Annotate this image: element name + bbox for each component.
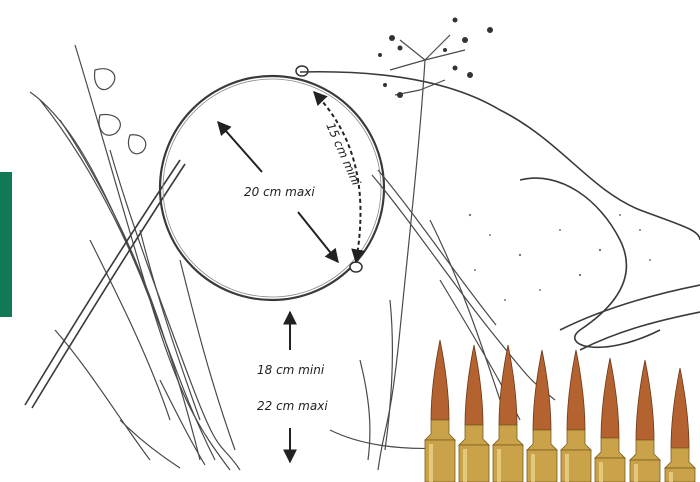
rifle-cartridge-icon xyxy=(630,360,660,482)
rifle-cartridge-icon xyxy=(425,340,455,482)
rifle-cartridge-icon xyxy=(493,345,523,482)
rifle-cartridge-icon xyxy=(561,350,591,482)
rifle-cartridge-icon xyxy=(459,345,489,482)
rifle-cartridge-icon xyxy=(527,350,557,482)
rifle-cartridge-icon xyxy=(665,368,695,482)
rifle-cartridge-icon xyxy=(595,358,625,482)
